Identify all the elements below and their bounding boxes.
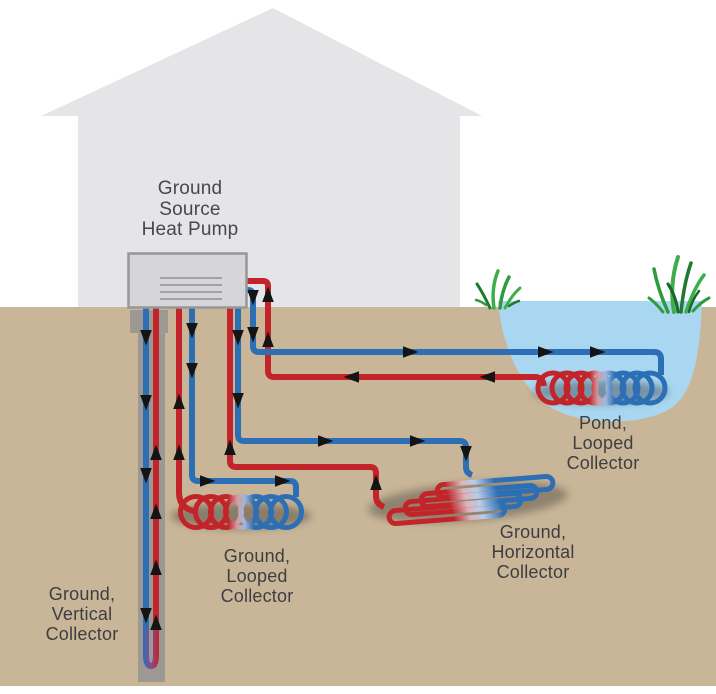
label-line: Ground [157,178,223,199]
roof [41,8,482,116]
label-line: Horizontal [491,542,575,562]
label-line: Ground, [48,584,116,604]
horizontal-collector-label: Ground, Horizontal Collector [491,522,574,582]
vertical-collector-label: Ground, Vertical Collector [46,584,119,644]
label-line: Collector [45,624,119,644]
ground-looped-coil [178,494,304,530]
pond-looped-coil [535,370,668,406]
label-line: Collector [496,562,570,582]
label-line: Looped [226,566,288,586]
label-line: Heat Pump [141,219,239,240]
label-line: Collector [220,586,294,606]
label-line: Source [159,198,221,220]
looped-collector-label: Ground, Looped Collector [221,546,294,606]
unit-vent-lines [160,277,222,300]
heat-pump-label: Ground Source Heat Pump [141,178,239,241]
house [41,8,482,308]
label-line: Ground, [223,546,291,566]
pond-collector-label: Pond, Looped Collector [567,413,640,473]
label-line: Collector [566,453,640,473]
grass-tuft-left-icon [474,269,522,310]
heat-pump-unit [127,252,248,309]
borehole-uturn [143,626,159,670]
label-line: Ground, [499,522,567,542]
horizontal-slinky-coil [386,473,556,527]
label-line: Vertical [51,604,113,624]
label-line: Looped [572,433,634,453]
label-line: Pond, [578,413,628,433]
grass-tuft-right-icon [647,255,711,314]
